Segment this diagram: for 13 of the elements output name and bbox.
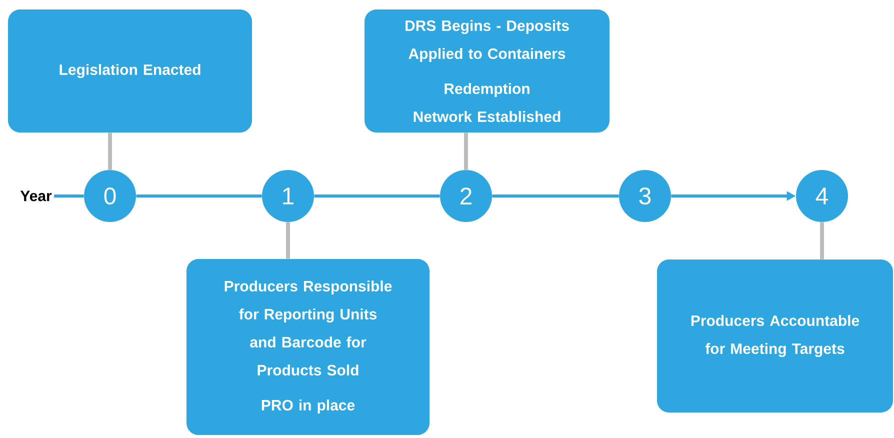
axis-label: Year	[20, 190, 52, 202]
connector	[286, 222, 290, 259]
connector	[820, 222, 824, 260]
connector	[464, 132, 468, 170]
timeline-box: Producers Accountable for Meeting Targets	[657, 259, 893, 412]
connector	[314, 194, 440, 198]
connector	[54, 194, 84, 198]
connector	[492, 194, 619, 198]
timeline-box: Legislation Enacted	[8, 10, 252, 132]
connector	[108, 132, 112, 170]
timeline-box: DRS Begins - Deposits Applied to Containers Redemption Network Established	[364, 10, 610, 132]
connector	[136, 194, 262, 198]
timeline-box: Producers Responsible for Reporting Units and Barcode for Products Sold PRO in place	[186, 259, 430, 435]
